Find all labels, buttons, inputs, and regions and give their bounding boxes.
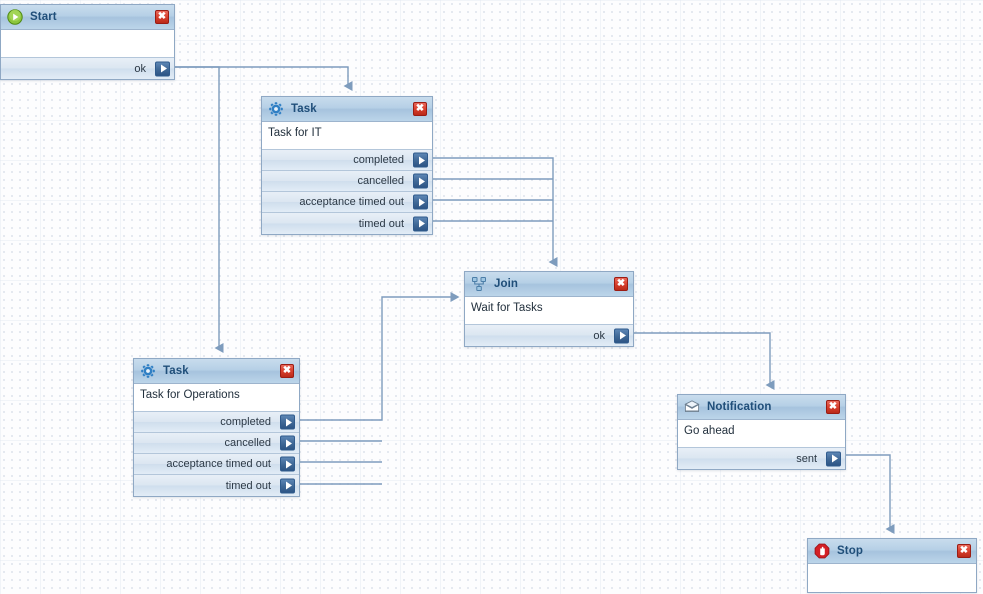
port-row-task-it-completed[interactable]: completed [262,150,432,171]
port-connector-icon[interactable] [280,414,295,430]
node-task-ops-header[interactable]: Task ✖ [134,359,299,384]
port-connector-icon[interactable] [413,194,428,210]
node-task-ops-title: Task [163,365,189,377]
gear-icon [268,101,284,117]
port-label: sent [796,452,817,465]
node-task-ops-body: Task for Operations [134,384,299,412]
port-connector-icon[interactable] [413,216,428,231]
node-task-it[interactable]: Task ✖ Task for IT completed cancelled a… [261,96,433,235]
wire-start-to-task-ops [175,66,224,353]
port-label: timed out [225,479,271,492]
node-task-it-body: Task for IT [262,122,432,150]
close-icon[interactable]: ✖ [826,400,840,414]
node-task-it-header[interactable]: Task ✖ [262,97,432,122]
port-row-task-it-timed-out[interactable]: timed out [262,213,432,234]
wire-join-to-notification [634,332,775,390]
wire-taskit-completed-to-join [433,157,558,267]
node-stop[interactable]: Stop ✖ [807,538,977,593]
port-connector-icon[interactable] [280,456,295,472]
port-connector-icon[interactable] [280,478,295,493]
stop-hand-icon [814,543,830,559]
node-stop-title: Stop [837,545,863,557]
close-icon[interactable]: ✖ [280,364,294,378]
envelope-icon [684,399,700,415]
node-start[interactable]: Start ✖ ok [0,4,175,80]
port-label: ok [134,62,146,75]
node-join-title: Join [494,278,519,290]
wire-taskops-completed-to-join [300,292,460,421]
gear-icon [140,363,156,379]
wire-notification-to-stop [846,454,895,534]
port-label: completed [353,154,404,166]
play-circle-icon [7,9,23,25]
node-start-title: Start [30,11,57,23]
hierarchy-icon [471,276,487,292]
port-connector-icon[interactable] [413,173,428,189]
node-task-ops[interactable]: Task ✖ Task for Operations completed can… [133,358,300,497]
port-label: ok [593,329,605,342]
port-label: timed out [358,217,404,230]
port-row-notification-sent[interactable]: sent [678,448,845,469]
node-task-it-title: Task [291,103,317,115]
port-label: acceptance timed out [166,458,271,470]
port-row-task-ops-completed[interactable]: completed [134,412,299,433]
port-row-task-ops-cancelled[interactable]: cancelled [134,433,299,454]
node-start-body [1,30,174,58]
node-stop-body [808,564,976,592]
port-label: cancelled [357,175,404,187]
port-label: completed [220,416,271,428]
close-icon[interactable]: ✖ [413,102,427,116]
port-row-task-ops-timed-out[interactable]: timed out [134,475,299,496]
port-row-join-ok[interactable]: ok [465,325,633,346]
close-icon[interactable]: ✖ [155,10,169,24]
port-row-task-it-acceptance-timed-out[interactable]: acceptance timed out [262,192,432,213]
close-icon[interactable]: ✖ [614,277,628,291]
port-label: acceptance timed out [299,196,404,208]
node-notification-title: Notification [707,401,772,413]
node-join-header[interactable]: Join ✖ [465,272,633,297]
port-row-task-ops-acceptance-timed-out[interactable]: acceptance timed out [134,454,299,475]
node-notification-body: Go ahead [678,420,845,448]
port-connector-icon[interactable] [614,328,629,343]
port-connector-icon[interactable] [280,435,295,451]
node-notification[interactable]: Notification ✖ Go ahead sent [677,394,846,470]
node-start-header[interactable]: Start ✖ [1,5,174,30]
node-stop-header[interactable]: Stop ✖ [808,539,976,564]
port-row-task-it-cancelled[interactable]: cancelled [262,171,432,192]
port-connector-icon[interactable] [413,152,428,168]
node-join-body: Wait for Tasks [465,297,633,325]
node-notification-header[interactable]: Notification ✖ [678,395,845,420]
close-icon[interactable]: ✖ [957,544,971,558]
node-join[interactable]: Join ✖ Wait for Tasks ok [464,271,634,347]
port-label: cancelled [224,437,271,449]
wire-start-to-task-it [175,66,353,91]
port-connector-icon[interactable] [155,61,170,76]
port-row-start-ok[interactable]: ok [1,58,174,79]
port-connector-icon[interactable] [826,451,841,466]
